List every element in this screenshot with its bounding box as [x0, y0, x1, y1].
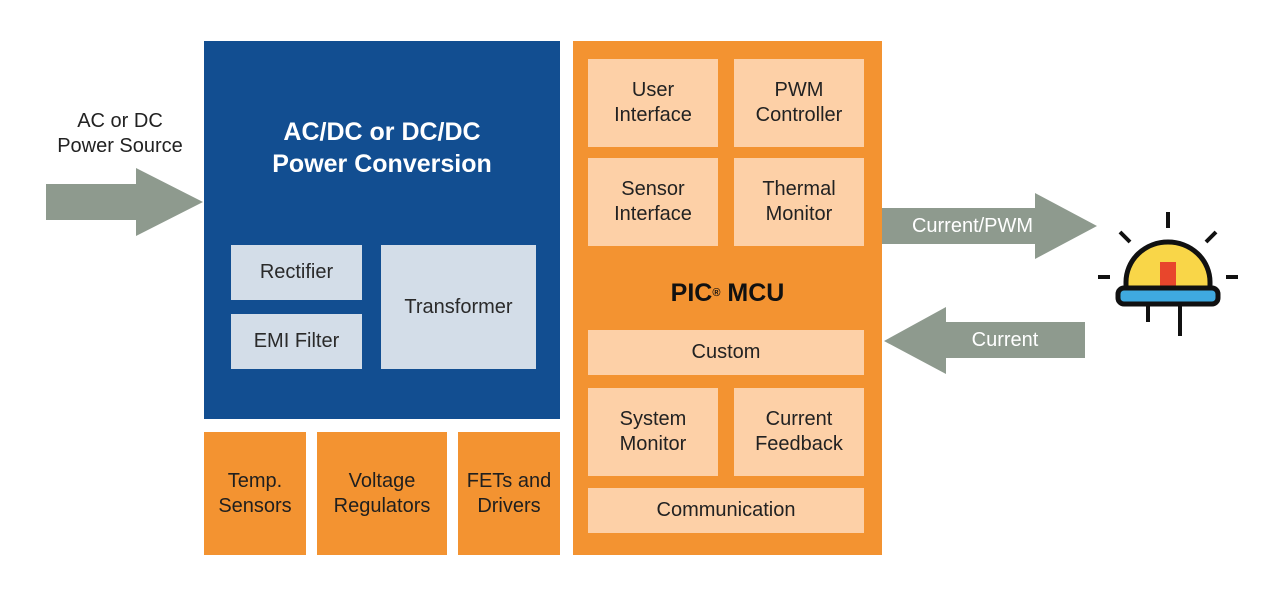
power-conversion-title: AC/DC or DC/DC Power Conversion	[272, 117, 492, 179]
custom-block: Custom	[588, 330, 864, 375]
mcu-title: PIC® MCU	[573, 272, 882, 316]
system-monitor-block: System Monitor	[588, 388, 718, 476]
current-feedback-block: Current Feedback	[734, 388, 864, 476]
voltage-regulators-block: Voltage Regulators	[317, 432, 447, 555]
output-arrow-label: Current/PWM	[911, 214, 1034, 237]
pwm-controller-block: PWM Controller	[734, 59, 864, 147]
feedback-arrow	[884, 307, 1085, 374]
input-arrow	[46, 168, 203, 236]
led-bulb-icon	[1098, 212, 1238, 336]
output-arrow	[882, 193, 1097, 259]
communication-block: Communication	[588, 488, 864, 533]
mcu-title-registered: ®	[712, 287, 721, 300]
fets-drivers-block: FETs and Drivers	[458, 432, 560, 555]
feedback-arrow-label: Current	[971, 328, 1039, 351]
thermal-monitor-block: Thermal Monitor	[734, 158, 864, 246]
user-interface-block: User Interface	[588, 59, 718, 147]
power-source-label: AC or DC Power Source	[57, 110, 183, 157]
mcu-title-main: PIC	[670, 279, 713, 308]
temp-sensors-block: Temp. Sensors	[204, 432, 306, 555]
mcu-title-tail: MCU	[720, 279, 785, 308]
emi-filter-block: EMI Filter	[231, 314, 362, 369]
transformer-block: Transformer	[381, 245, 536, 369]
rectifier-block: Rectifier	[231, 245, 362, 300]
sensor-interface-block: Sensor Interface	[588, 158, 718, 246]
